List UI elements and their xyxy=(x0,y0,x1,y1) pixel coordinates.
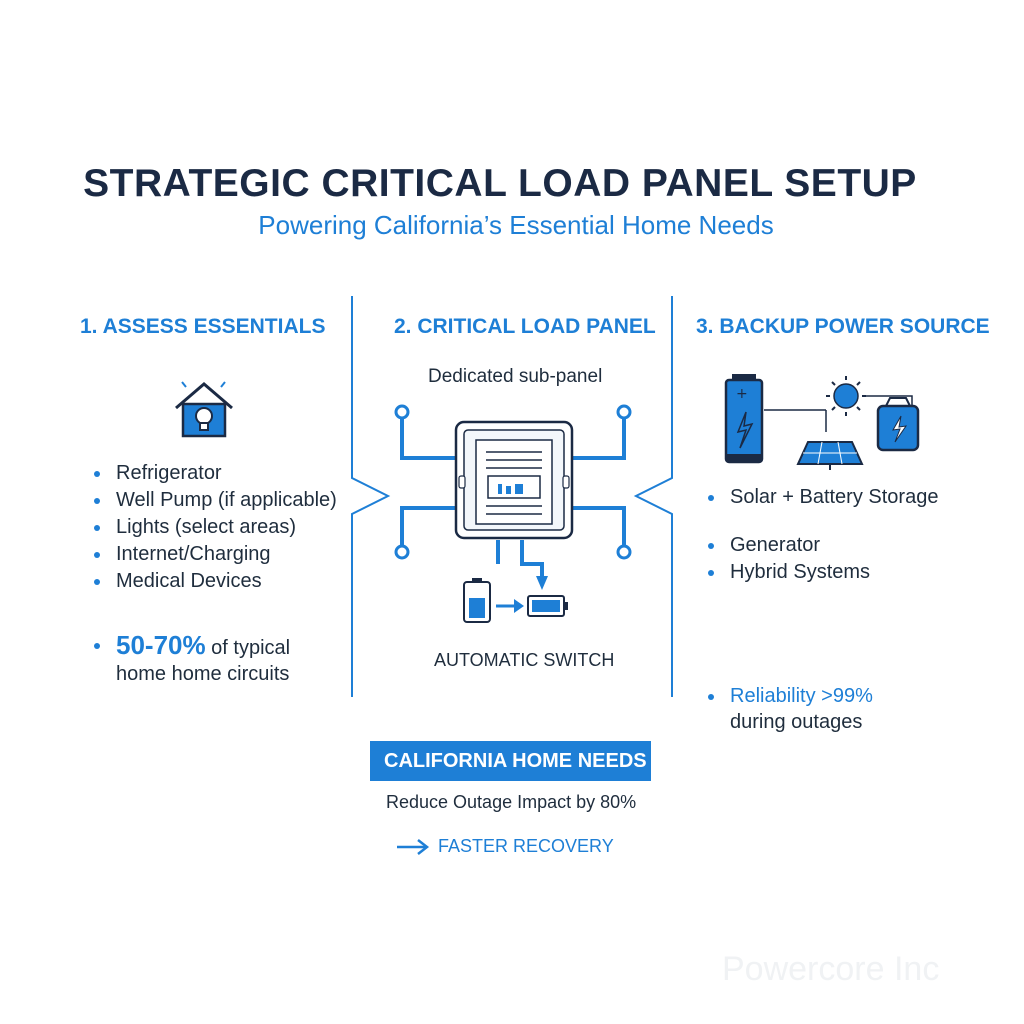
california-banner-label: CALIFORNIA HOME NEEDS xyxy=(384,749,647,772)
sub-panel-icon xyxy=(394,404,632,623)
column-1-heading: 1. ASSESS ESSENTIALS xyxy=(80,315,326,338)
backup-sources-graphic: + xyxy=(724,374,920,470)
arrow-right-icon xyxy=(397,839,430,855)
essential-item: Well Pump (if applicable) xyxy=(90,487,337,514)
essential-item: Refrigerator xyxy=(90,460,337,487)
circuits-stat-text: of typical xyxy=(205,637,291,659)
column-3-heading: 3. BACKUP POWER SOURCE xyxy=(696,315,990,338)
faster-recovery-text: FASTER RECOVERY xyxy=(438,836,614,856)
battery-icon: + xyxy=(724,374,764,464)
backup-options-list-a: Solar + Battery Storage xyxy=(704,484,938,511)
backup-options-list-b: Generator Hybrid Systems xyxy=(704,532,870,586)
reliability-stat: Reliability >99% during outages xyxy=(704,683,1024,735)
sun-icon xyxy=(826,376,866,416)
solar-panel-icon xyxy=(796,441,864,470)
reliability-stat-value: Reliability >99% xyxy=(730,685,873,707)
backup-option: Hybrid Systems xyxy=(704,559,870,586)
backup-option: Solar + Battery Storage xyxy=(704,484,938,511)
backup-option: Generator xyxy=(704,532,870,559)
svg-text:+: + xyxy=(736,386,748,402)
page-subtitle: Powering California’s Essential Home Nee… xyxy=(258,210,774,240)
reliability-stat-line2: during outages xyxy=(730,711,863,733)
house-lightbulb-icon xyxy=(175,381,233,438)
column-2-heading: 2. CRITICAL LOAD PANEL xyxy=(394,315,656,338)
essential-item: Internet/Charging xyxy=(90,541,337,568)
watermark: Powercore Inc xyxy=(722,950,940,988)
sub-panel-caption: Dedicated sub-panel xyxy=(428,366,603,387)
automatic-switch-label: AUTOMATIC SWITCH xyxy=(434,650,615,670)
circuits-stat-line2: home home circuits xyxy=(116,663,290,685)
essential-item: Lights (select areas) xyxy=(90,514,337,541)
circuits-stat-value: 50-70% xyxy=(116,630,206,660)
california-state-icon xyxy=(659,748,676,774)
california-banner: CALIFORNIA HOME NEEDS xyxy=(370,741,676,781)
outage-impact-text: Reduce Outage Impact by 80% xyxy=(386,792,637,812)
generator-icon xyxy=(876,397,920,452)
circuits-stat: 50-70% of typical home home circuits xyxy=(90,632,1024,687)
essentials-list: Refrigerator Well Pump (if applicable) L… xyxy=(90,460,337,595)
page-title: STRATEGIC CRITICAL LOAD PANEL SETUP xyxy=(83,162,917,205)
essential-item: Medical Devices xyxy=(90,568,337,595)
